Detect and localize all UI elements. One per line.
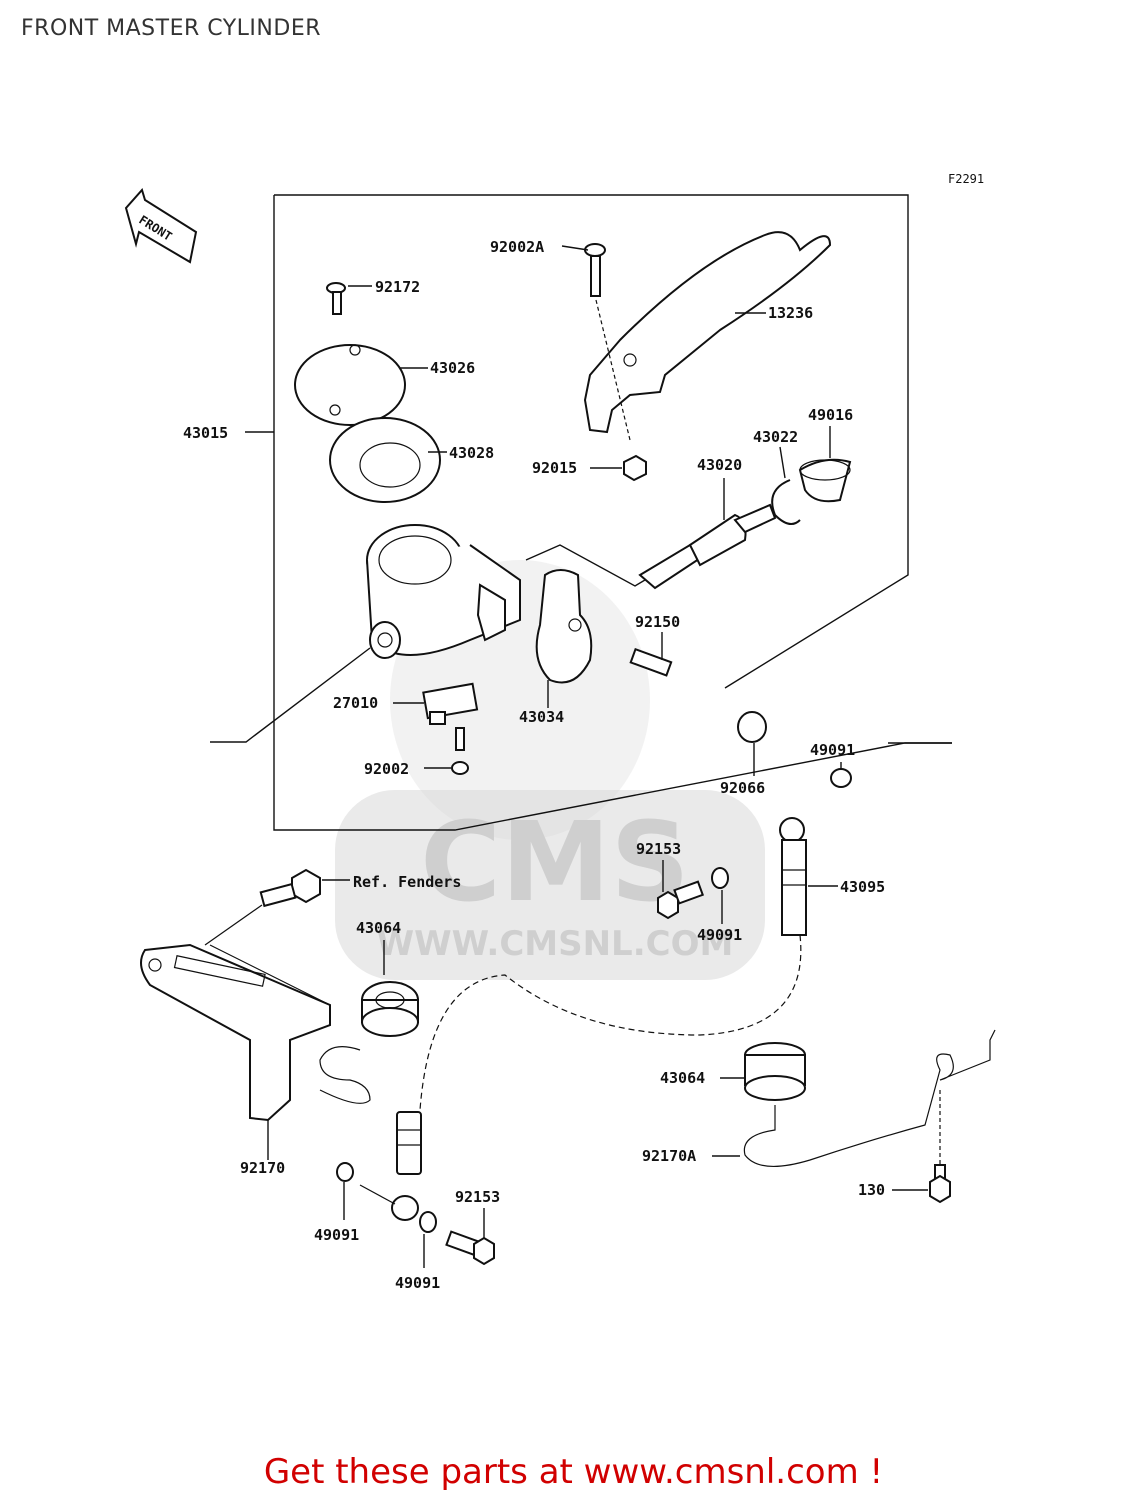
label-92170: 92170 [240,1159,285,1177]
washer-49091-lower-right [419,1211,437,1233]
part-labels: 92002A 92172 13236 43026 43015 43028 490… [183,238,885,1292]
label-92170A: 92170A [642,1147,696,1165]
assembly-outline [274,194,909,689]
label-43064-left: 43064 [356,919,401,937]
washer-49091-middle [711,867,729,889]
watermark-url: WWW.CMSNL.COM [377,924,734,964]
page-title: FRONT MASTER CYLINDER [21,16,322,41]
label-43095: 43095 [840,878,885,896]
reservoir-cap-43026 [294,344,406,426]
diaphragm-43028 [329,417,441,503]
label-92172: 92172 [375,278,420,296]
brake-lever-13236 [583,231,832,434]
label-92002: 92002 [364,760,409,778]
washer-49091-lower-left [336,1162,354,1182]
footer-link[interactable]: Get these parts at www.cmsnl.com ! [263,1452,884,1492]
label-43028: 43028 [449,444,494,462]
screw-92002 [451,727,469,775]
label-43015: 43015 [183,424,228,442]
label-92002A: 92002A [490,238,544,256]
label-49091-upper: 49091 [810,741,855,759]
label-92153-lower: 92153 [455,1188,500,1206]
label-43026: 43026 [430,359,475,377]
pivot-bolt-92002A [584,243,631,441]
hook-left [319,1046,371,1104]
watermark-logo: CMS [420,798,689,926]
label-43020: 43020 [697,456,742,474]
brake-hose-fitting-43095 [779,817,807,936]
cap-92066 [737,711,767,743]
brake-switch-27010 [422,682,479,725]
brake-hose [419,934,802,1111]
grommet-43064-right [744,1042,806,1101]
label-92015: 92015 [532,459,577,477]
label-43034: 43034 [519,708,564,726]
bolt-130 [929,1090,951,1204]
label-92153-upper: 92153 [636,840,681,858]
label-49091-lower-right: 49091 [395,1274,440,1292]
bracket-92170 [140,943,331,1122]
label-130: 130 [858,1181,885,1199]
holder-clamp-43034 [535,569,593,684]
nut-92015 [623,454,647,482]
label-43022: 43022 [753,428,798,446]
screw-92172 [326,282,346,315]
bolt-92150 [629,647,673,677]
label-49016: 49016 [808,406,853,424]
leader-left [210,647,371,743]
banjo-bolt-92153-upper [657,880,705,920]
grommet-43064-left [361,981,419,1037]
hose-fitting-lower [359,1111,422,1221]
banjo-bolt-92153-lower [445,1230,495,1266]
label-49091-lower-left: 49091 [314,1226,359,1244]
label-43064-right: 43064 [660,1069,705,1087]
label-ref-fenders: Ref. Fenders [353,873,461,891]
bracket-92170A [743,1029,996,1168]
label-92066: 92066 [720,779,765,797]
fender-bolt [259,868,321,908]
washer-49091-upper [830,768,852,788]
label-92150: 92150 [635,613,680,631]
front-arrow-icon: FRONT [124,187,198,264]
label-27010: 27010 [333,694,378,712]
label-49091-middle: 49091 [697,926,742,944]
dust-boot-49016 [798,458,852,503]
piston-assembly-43020 [638,503,777,590]
master-cylinder-body [366,524,521,659]
label-13236: 13236 [768,304,813,322]
circlip-43022 [771,479,801,525]
figure-code: F2291 [948,172,984,186]
